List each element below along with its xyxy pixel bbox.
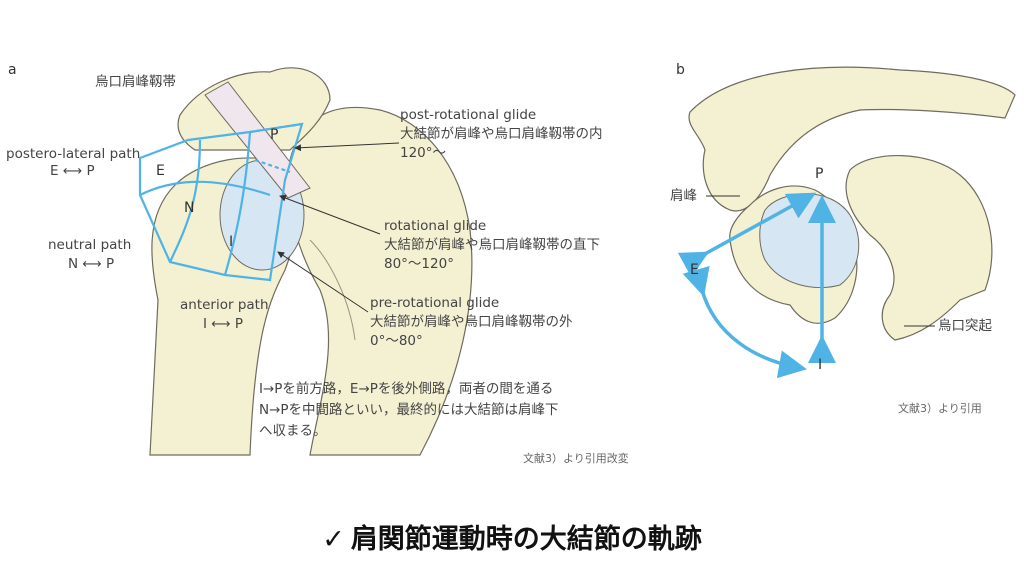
panel-b-i-label: I <box>818 357 823 373</box>
panel-b-p-label: P <box>815 166 824 182</box>
rot-glide-range: 80°〜120° <box>384 256 454 272</box>
post-glide-range: 120°〜 <box>400 145 447 161</box>
posterolateral-path-label: postero-lateral path <box>6 146 141 162</box>
region-i-label: I <box>229 234 234 250</box>
anterior-path-label: anterior path <box>180 297 269 313</box>
panel-b-citation: 文献3）より引用 <box>898 402 982 415</box>
panel-b-leaders <box>706 195 935 327</box>
post-glide-title: post-rotational glide <box>400 107 537 123</box>
neutral-arrow: N ⟷ P <box>68 256 115 272</box>
pre-glide-range: 0°〜80° <box>370 333 423 349</box>
check-icon: ✓ <box>322 524 345 555</box>
post-glide-desc: 大結節が肩峰や烏口肩峰靱帯の内 <box>400 126 603 142</box>
region-n-label: N <box>184 200 195 216</box>
panel-b-acromion <box>688 66 1016 212</box>
panel-a-label: a <box>8 62 17 78</box>
panel-b-arrows <box>677 192 836 379</box>
caption-text: 肩関節運動時の大結節の軌跡 <box>350 524 702 555</box>
pre-glide-desc: 大結節が肩峰や烏口肩峰靱帯の外 <box>370 314 573 330</box>
pre-glide-title: pre-rotational glide <box>370 295 500 311</box>
leader-lines <box>277 142 400 313</box>
coracoid-label: 烏口突起 <box>938 318 992 334</box>
note-line-3: へ収まる。 <box>259 423 327 439</box>
rot-glide-title: rotational glide <box>384 218 487 234</box>
note-line-2: N→Pを中間路といい，最終的には大結節は肩峰下 <box>259 402 559 418</box>
panel-b-e-label: E <box>690 262 699 278</box>
ligament-label: 烏口肩峰靱帯 <box>95 74 176 90</box>
region-e-label: E <box>156 163 165 179</box>
neutral-path-label: neutral path <box>48 237 132 253</box>
posterolateral-arrow: E ⟷ P <box>50 163 95 179</box>
scapula-bone <box>288 106 473 456</box>
rot-glide-desc: 大結節が肩峰や烏口肩峰靱帯の直下 <box>384 237 600 253</box>
note-line-1: I→Pを前方路，E→Pを後外側路，両者の間を通る <box>259 381 554 397</box>
acromion-label: 肩峰 <box>670 188 697 204</box>
region-p-label: P <box>270 127 279 143</box>
anterior-arrow: I ⟷ P <box>203 316 244 332</box>
tuberosity-path-grid <box>138 122 304 282</box>
panel-a-citation: 文献3）より引用改変 <box>523 452 629 465</box>
panel-b-label: b <box>676 62 685 78</box>
panel-b-coracoid <box>845 155 993 341</box>
figure-caption: ✓肩関節運動時の大結節の軌跡 <box>0 517 1024 556</box>
